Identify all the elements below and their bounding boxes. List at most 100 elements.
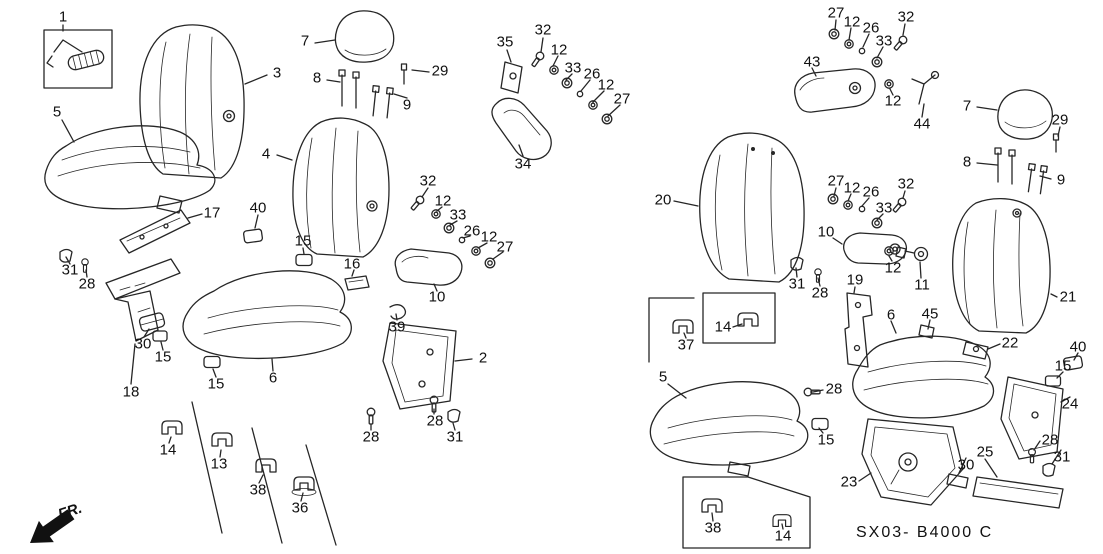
part-label-32-32: 32 <box>419 172 437 190</box>
part-label-14-85: 14 <box>774 527 792 545</box>
part-43-armrest <box>794 68 876 113</box>
part-label-9-6: 9 <box>402 96 412 114</box>
part-label-33-10: 33 <box>564 59 582 77</box>
part-label-8-25: 8 <box>962 153 972 171</box>
part-label-12-9: 12 <box>550 41 568 59</box>
part-8-pins-right <box>994 147 1016 185</box>
part-7-headrest <box>334 10 395 63</box>
part-29-screw <box>400 63 408 85</box>
part-label-21-72: 21 <box>1059 288 1077 306</box>
part-label-14-61: 14 <box>159 441 177 459</box>
part-label-8-4: 8 <box>312 69 322 87</box>
part-label-9-26: 9 <box>1056 171 1066 189</box>
part-25-trim <box>972 476 1064 509</box>
part-label-15-55: 15 <box>207 375 225 393</box>
part-label-4-27: 4 <box>261 145 271 163</box>
part-5-seat-cushion <box>44 125 216 214</box>
part-23-side-panel <box>861 418 964 506</box>
part-label-43-15: 43 <box>803 53 821 71</box>
part-label-37-67: 37 <box>677 336 695 354</box>
part-6-cushion-left <box>182 270 352 360</box>
part-16-bracket <box>344 275 370 291</box>
part-label-28-66: 28 <box>811 284 829 302</box>
part-35-bracket <box>500 61 523 94</box>
part-label-27-16: 27 <box>827 4 845 22</box>
diagram-code: SX03- B4000 C <box>856 524 994 541</box>
part-7-headrest-right <box>997 89 1053 140</box>
part-2-side-panel <box>382 322 457 410</box>
part-label-12-39: 12 <box>843 179 861 197</box>
part-10-armrest-left <box>394 248 463 286</box>
part-label-33-34: 33 <box>449 206 467 224</box>
part-36-bracket <box>291 476 317 496</box>
part-label-28-77: 28 <box>825 380 843 398</box>
part-15-cover-right-b <box>811 417 829 431</box>
part-44-crank <box>911 70 940 105</box>
part-label-17-29: 17 <box>203 204 221 222</box>
part-15-cover-b <box>152 330 168 342</box>
part-label-39-49: 39 <box>388 318 406 336</box>
part-15-cover-c <box>203 355 221 369</box>
part-label-15-74: 15 <box>1054 357 1072 375</box>
part-label-31-50: 31 <box>61 261 79 279</box>
part-label-26-18: 26 <box>862 19 880 37</box>
part-label-38-84: 38 <box>704 519 722 537</box>
part-label-32-20: 32 <box>897 8 915 26</box>
front-direction-arrow <box>30 509 75 543</box>
part-label-27-13: 27 <box>613 90 631 108</box>
part-22-bracket <box>962 341 989 360</box>
part-21-seat-back <box>952 197 1051 334</box>
part-15-cover-a <box>295 253 313 267</box>
part-40-cover <box>242 228 264 244</box>
part-24-side-panel <box>1000 376 1064 460</box>
part-18-rail <box>105 258 181 342</box>
part-label-36-64: 36 <box>291 499 309 517</box>
part-30-bracket-right <box>946 473 969 489</box>
part-label-28-59: 28 <box>426 412 444 430</box>
part-label-5-2: 5 <box>52 103 62 121</box>
part-label-26-40: 26 <box>862 183 880 201</box>
part-label-28-51: 28 <box>78 275 96 293</box>
part-label-7-23: 7 <box>962 97 972 115</box>
part-label-31-65: 31 <box>788 275 806 293</box>
part-label-15-78: 15 <box>817 431 835 449</box>
part-label-22-71: 22 <box>1001 334 1019 352</box>
part-4-seat-back <box>292 117 390 258</box>
part-label-26-11: 26 <box>583 65 601 83</box>
part-label-27-38: 27 <box>827 172 845 190</box>
part-label-40-30: 40 <box>249 199 267 217</box>
part-label-6-56: 6 <box>268 369 278 387</box>
part-20-seat-back <box>699 132 805 283</box>
part-3-seat-back <box>139 24 245 179</box>
part-8-pins <box>338 69 360 109</box>
part-label-31-82: 31 <box>1053 448 1071 466</box>
part-label-35-7: 35 <box>496 33 514 51</box>
part-31-clips-left <box>59 248 461 423</box>
part-29-screw-right <box>1052 133 1060 153</box>
part-label-32-42: 32 <box>897 175 915 193</box>
part-label-28-58: 28 <box>362 428 380 446</box>
part-label-12-12: 12 <box>597 76 615 94</box>
part-label-26-35: 26 <box>463 222 481 240</box>
part-label-12-36: 12 <box>480 228 498 246</box>
part-label-20-28: 20 <box>654 191 672 209</box>
part-label-27-37: 27 <box>496 238 514 256</box>
part-17-rail <box>119 209 191 254</box>
part-label-10-48: 10 <box>428 288 446 306</box>
part-label-44-22: 44 <box>913 115 931 133</box>
part-40-cover-right <box>1062 355 1084 371</box>
part-label-19-45: 19 <box>846 271 864 289</box>
part-label-15-31: 15 <box>294 232 312 250</box>
part-label-38-63: 38 <box>249 481 267 499</box>
part-label-16-47: 16 <box>343 255 361 273</box>
part-label-45-70: 45 <box>921 305 939 323</box>
part-1-guide-kit <box>46 49 105 71</box>
part-31-clip-right-b <box>1042 462 1056 477</box>
part-label-25-80: 25 <box>976 443 994 461</box>
part-label-12-33: 12 <box>434 192 452 210</box>
part-label-2-57: 2 <box>478 349 488 367</box>
part-label-14-68: 14 <box>714 318 732 336</box>
part-label-15-53: 15 <box>154 348 172 366</box>
part-label-12-21: 12 <box>884 92 902 110</box>
